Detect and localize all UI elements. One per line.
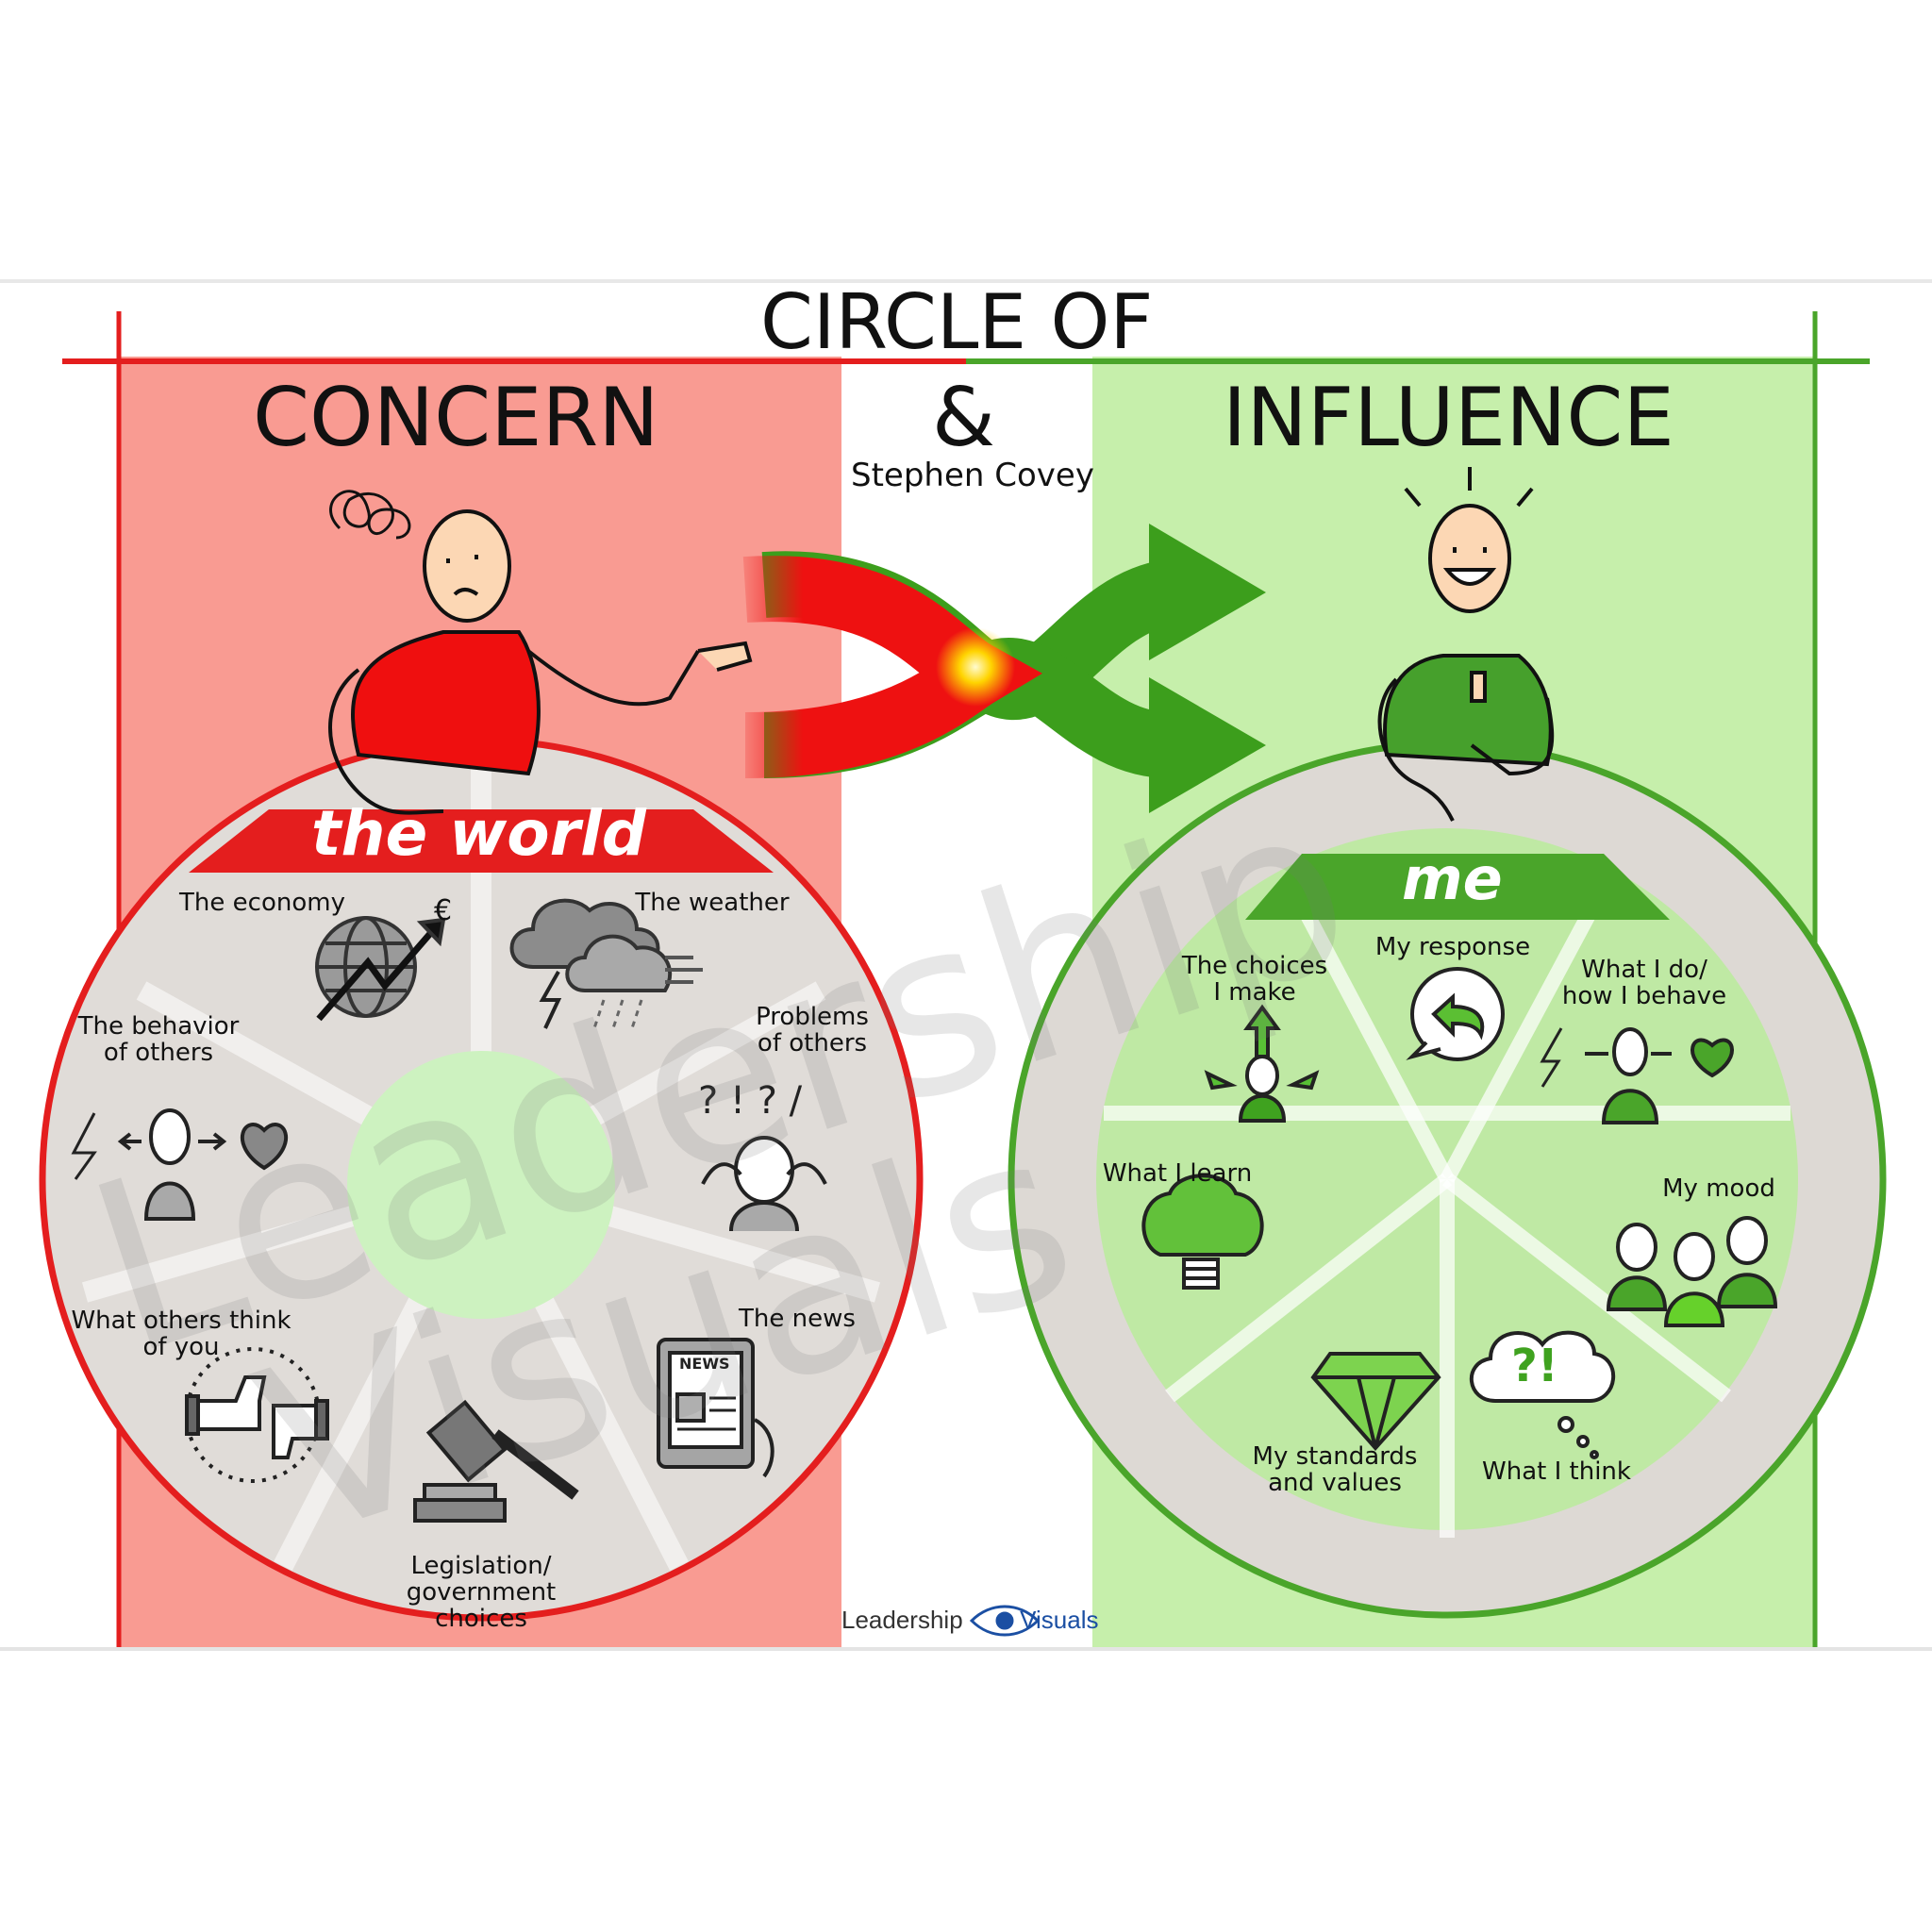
title-influence: INFLUENCE <box>1223 371 1674 465</box>
label-mood: My mood <box>1662 1174 1775 1203</box>
footer-brand: Leadership Visuals <box>841 1606 1098 1635</box>
gavel-icon <box>413 1399 579 1523</box>
title-author: Stephen Covey <box>851 457 1094 494</box>
title-ampersand: & <box>932 371 996 465</box>
footer-brand-a: Leadership <box>841 1606 963 1634</box>
behavior-icon <box>71 1108 288 1221</box>
label-behavior-of-others: The behavior of others <box>77 1012 240 1067</box>
label-what-others-think: What others think of you <box>71 1307 291 1361</box>
label-problems-of-others: Problems of others <box>756 1003 869 1058</box>
thought-bubble-icon <box>1469 1330 1616 1459</box>
label-choices: The choices I make <box>1181 952 1328 1007</box>
eye-logo-icon <box>969 1605 1041 1637</box>
label-weather: The weather <box>635 889 790 917</box>
news-sign: NEWS <box>679 1355 730 1373</box>
label-response: My response <box>1374 933 1531 961</box>
label-economy: The economy <box>179 889 345 917</box>
label-standards: My standards and values <box>1252 1442 1418 1497</box>
happy-person <box>1377 467 1555 822</box>
label-the-news: The news <box>739 1305 856 1333</box>
label-learn: What I learn <box>1102 1159 1253 1188</box>
influence-banner: me <box>1402 844 1503 913</box>
news-tablet-icon <box>657 1338 774 1478</box>
choices-icon <box>1204 1004 1320 1123</box>
concern-banner: the world <box>311 797 647 870</box>
label-think: What I think <box>1482 1457 1631 1486</box>
label-legislation: Legislation/ government choices <box>406 1552 557 1633</box>
brain-bulb-icon <box>1141 1174 1264 1290</box>
concern-center <box>347 1051 615 1319</box>
footer-brand-b: Visuals <box>1020 1606 1099 1634</box>
title-concern: CONCERN <box>253 371 659 465</box>
problems-icon: ? ! ? / <box>698 1079 827 1232</box>
label-behave: What I do/ how I behave <box>1561 956 1727 1010</box>
response-icon <box>1406 967 1505 1061</box>
worried-person <box>328 490 753 815</box>
thumbs-icon <box>185 1347 329 1483</box>
moods-icon <box>1606 1216 1778 1327</box>
question-bubble-text: ?! <box>1511 1340 1558 1392</box>
diamond-icon <box>1310 1352 1441 1452</box>
svg-text:? ! ? /: ? ! ? / <box>698 1079 803 1123</box>
globe-icon <box>315 916 446 1022</box>
title-line1: CIRCLE OF <box>760 278 1154 366</box>
euro-icon: € <box>434 894 452 927</box>
behave-icon <box>1540 1027 1734 1124</box>
storm-cloud-icon <box>509 898 703 1029</box>
